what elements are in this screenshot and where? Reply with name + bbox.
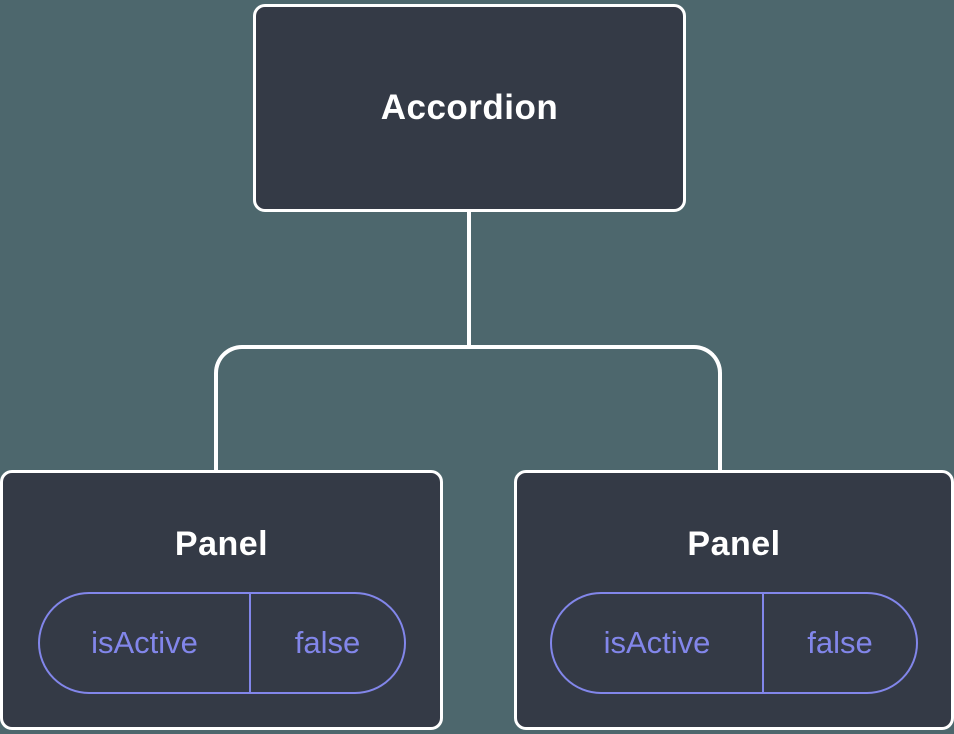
- node-panel-left: Panel isActive false: [0, 470, 443, 730]
- state-pill-left: isActive false: [37, 592, 406, 694]
- connector-stem: [467, 212, 471, 349]
- state-key: isActive: [603, 625, 711, 660]
- node-accordion: Accordion: [253, 4, 686, 212]
- state-value: false: [761, 594, 916, 692]
- node-panel-right-label: Panel: [687, 525, 781, 563]
- node-panel-right: Panel isActive false: [514, 470, 954, 730]
- state-key: isActive: [91, 625, 198, 660]
- state-pill-right: isActive false: [550, 592, 918, 694]
- node-accordion-label: Accordion: [380, 88, 559, 127]
- connector-bracket: [214, 345, 722, 470]
- state-value: false: [249, 594, 403, 692]
- node-panel-left-label: Panel: [174, 525, 269, 563]
